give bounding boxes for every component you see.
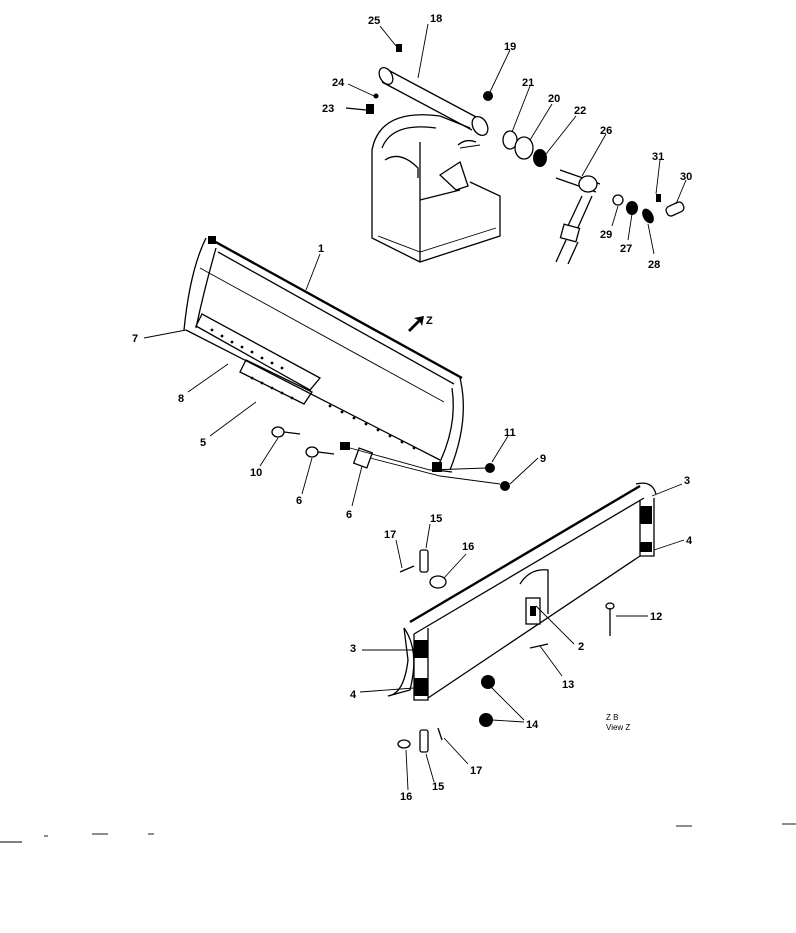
frame-assembly-2 bbox=[387, 482, 657, 753]
label-25: 25 bbox=[368, 15, 380, 27]
label-6-right: 6 bbox=[346, 509, 352, 521]
label-10: 10 bbox=[250, 467, 262, 479]
label-29: 29 bbox=[600, 229, 612, 241]
label-7: 7 bbox=[132, 333, 138, 345]
label-22: 22 bbox=[574, 105, 586, 117]
label-23: 23 bbox=[322, 103, 334, 115]
label-17-top: 17 bbox=[384, 529, 396, 541]
label-9: 9 bbox=[540, 453, 546, 465]
label-27: 27 bbox=[620, 243, 632, 255]
view-z-arrow bbox=[408, 316, 424, 332]
label-24: 24 bbox=[332, 77, 345, 89]
label-4-left: 4 bbox=[350, 689, 357, 701]
label-16-bottom: 16 bbox=[400, 791, 412, 803]
view-z-marker: Z bbox=[426, 315, 433, 327]
label-15-bottom: 15 bbox=[432, 781, 444, 793]
label-2: 2 bbox=[578, 641, 584, 653]
label-11: 11 bbox=[504, 427, 516, 439]
view-note-line2: View Z bbox=[606, 723, 630, 732]
leader-lines bbox=[0, 23, 796, 843]
label-14: 14 bbox=[526, 719, 539, 731]
label-6-left: 6 bbox=[296, 495, 302, 507]
tractor-frame-section bbox=[371, 114, 501, 263]
label-3-right: 3 bbox=[684, 475, 690, 487]
label-13: 13 bbox=[562, 679, 574, 691]
label-3-left: 3 bbox=[350, 643, 356, 655]
label-19: 19 bbox=[504, 41, 516, 53]
cutting-edge-bolt-holes bbox=[210, 328, 416, 450]
label-4-right: 4 bbox=[686, 535, 693, 547]
label-21: 21 bbox=[522, 77, 534, 89]
label-26: 26 bbox=[600, 125, 612, 137]
label-28: 28 bbox=[648, 259, 660, 271]
label-31: 31 bbox=[652, 151, 664, 163]
label-20: 20 bbox=[548, 93, 560, 105]
bushings-20-21-22 bbox=[502, 130, 547, 167]
label-18: 18 bbox=[430, 13, 442, 25]
label-15-top: 15 bbox=[430, 513, 442, 525]
view-note-line1: Z B bbox=[606, 713, 618, 722]
pin-parts-27-31 bbox=[612, 194, 685, 224]
label-17-bottom: 17 bbox=[470, 765, 482, 777]
bolts-23-24 bbox=[345, 93, 379, 114]
part-labels: 18 25 19 24 23 21 20 22 26 31 30 29 27 2… bbox=[132, 13, 693, 803]
cylinder-rod-26 bbox=[555, 169, 601, 265]
label-16-top: 16 bbox=[462, 541, 474, 553]
label-30: 30 bbox=[680, 171, 692, 183]
label-8: 8 bbox=[178, 393, 184, 405]
cross-shaft-18 bbox=[378, 44, 493, 136]
label-12: 12 bbox=[650, 611, 662, 623]
grease-nipple-25 bbox=[396, 44, 402, 52]
label-1: 1 bbox=[318, 243, 324, 255]
label-5: 5 bbox=[200, 437, 206, 449]
blade-1 bbox=[183, 236, 510, 491]
